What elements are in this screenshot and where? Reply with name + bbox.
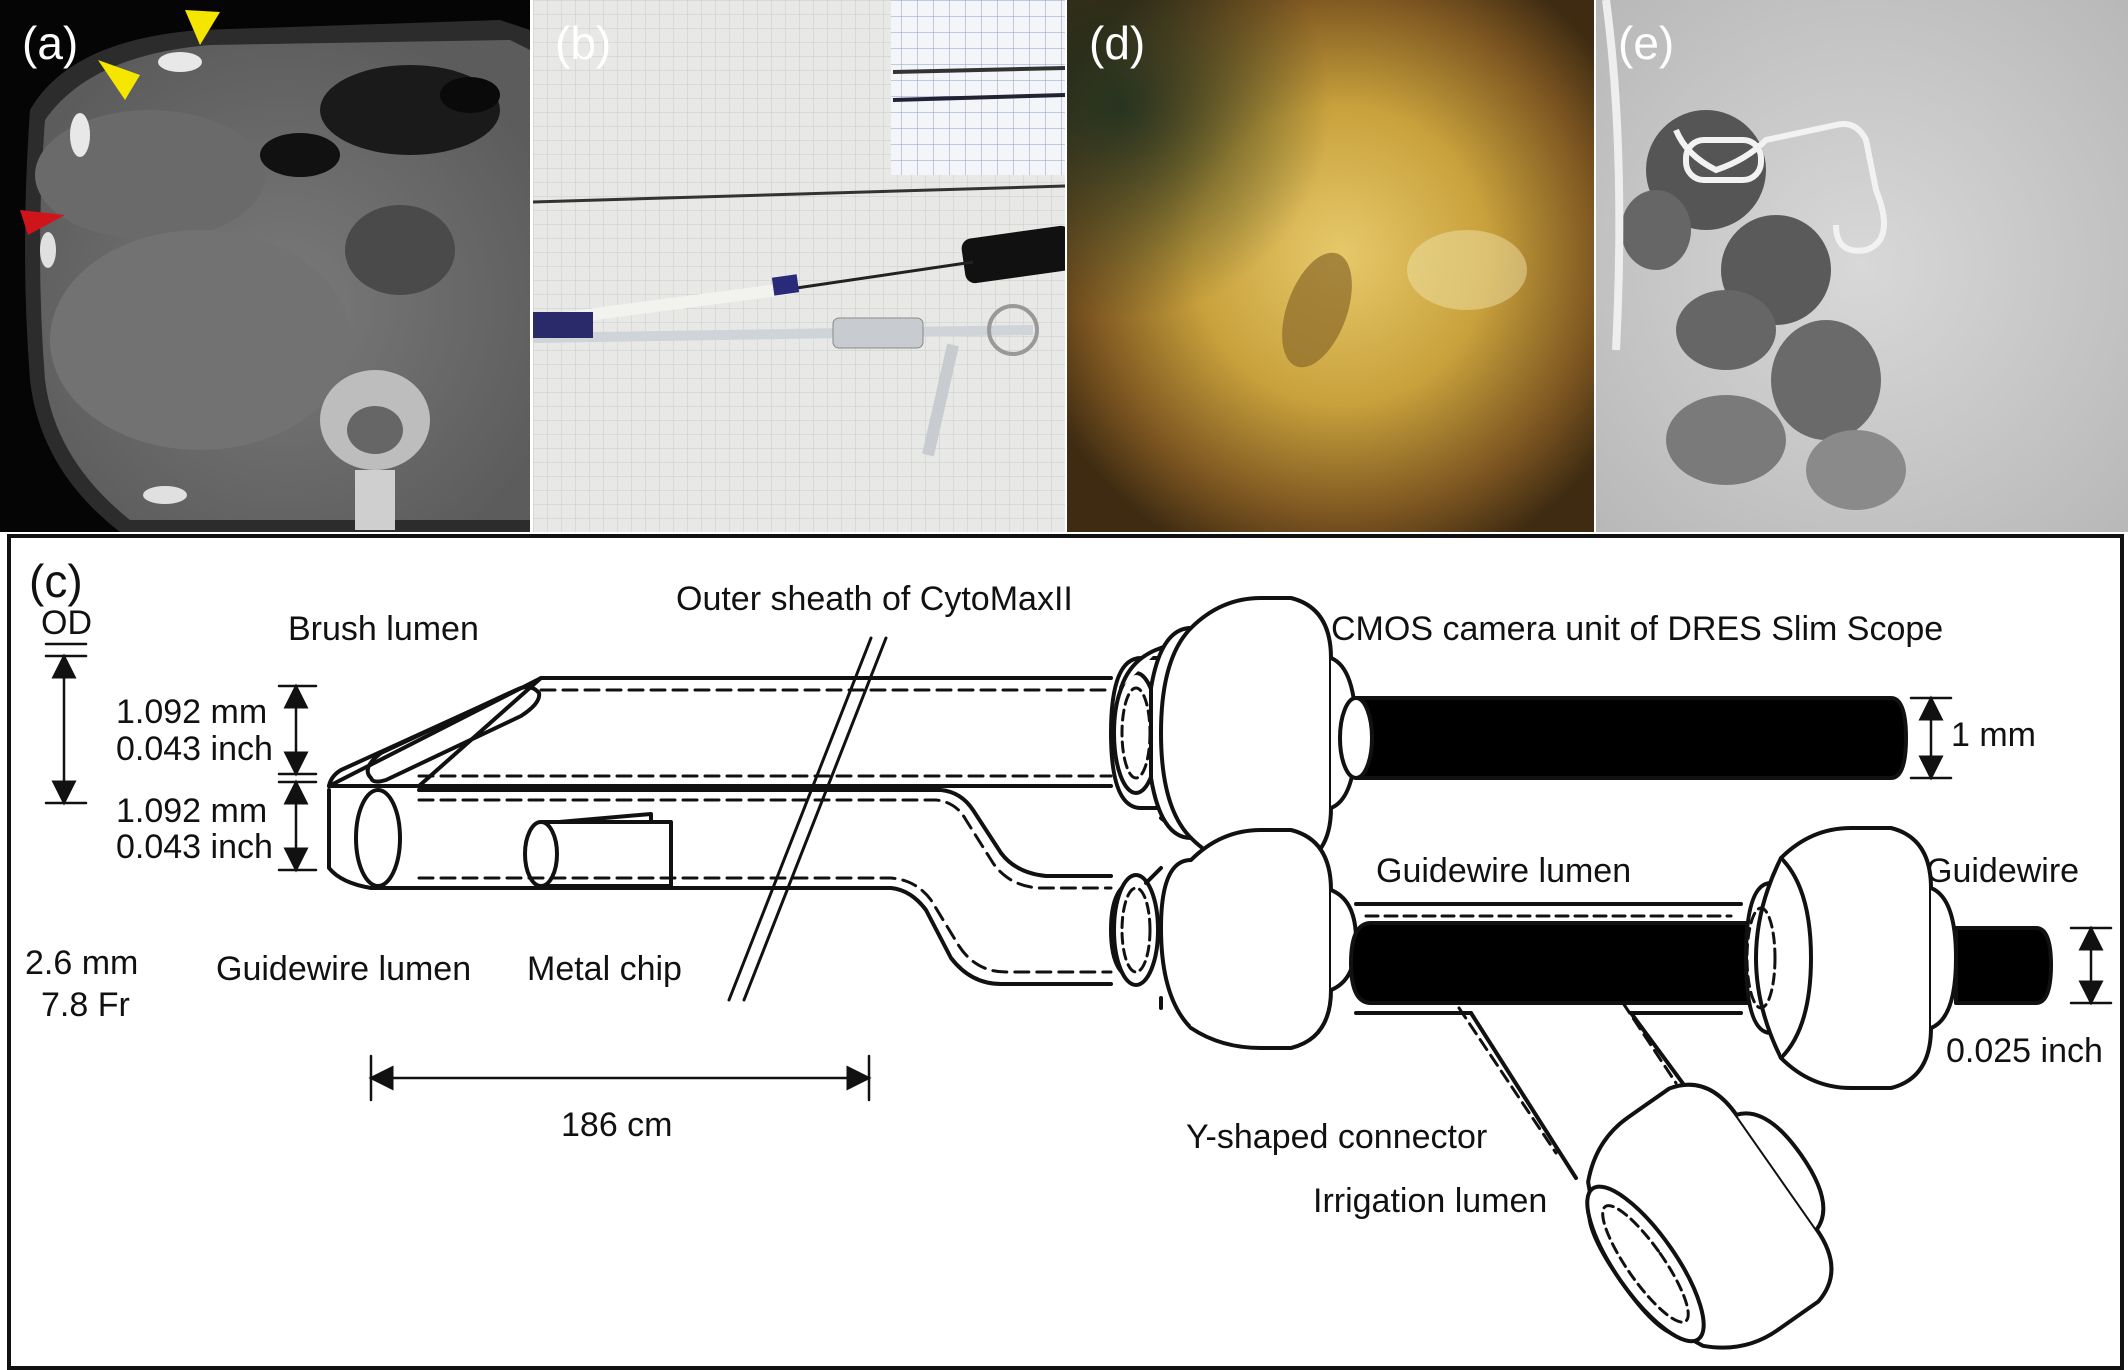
panel-b-device-photo: (b) [533, 0, 1065, 532]
upper-connector [1109, 596, 1358, 870]
panel-a-label: (a) [22, 17, 79, 69]
yellow-arrowhead-1 [98, 60, 140, 100]
y-connector-label: Y-shaped connector [1186, 1118, 1488, 1156]
od-label: OD [41, 604, 92, 642]
irrigation-lumen-label: Irrigation lumen [1313, 1182, 1548, 1220]
panel-b-label: (b) [555, 17, 612, 69]
irrigation-connector [1585, 1082, 1834, 1350]
panel-a-ct-image: (a) [0, 0, 530, 532]
guidewire-lumen-opening [354, 788, 402, 888]
device-photo-image [533, 0, 1065, 532]
outer-sheath-line-2 [742, 636, 888, 1002]
guidewire-inside [1349, 921, 1773, 1005]
outer-sheath-line-1 [727, 636, 873, 1002]
camera-dim-label: 1 mm [1951, 716, 2036, 754]
metal-chip-label: Metal chip [527, 950, 682, 988]
dim1-mm-label: 1.092 mm [116, 693, 268, 731]
cmos-camera-label: CMOS camera unit of DRES Slim Scope [1331, 610, 1944, 648]
red-arrowhead [20, 210, 65, 235]
right-connector [1744, 826, 1958, 1090]
panel-e-label: (e) [1618, 17, 1675, 69]
yellow-arrowhead-2 [185, 10, 220, 45]
dim1-inch-label: 0.043 inch [116, 730, 273, 768]
od-fr-label: 7.8 Fr [41, 986, 130, 1024]
panel-c-label: (c) [29, 555, 83, 607]
guidewire-tube-top [417, 788, 1113, 878]
dim2-inch-label: 0.043 inch [116, 828, 273, 866]
brush-lumen-opening [365, 685, 542, 784]
length-label: 186 cm [561, 1106, 673, 1144]
y-branch-left [1469, 1011, 1578, 1180]
ct-scan-image [0, 0, 530, 532]
fluoroscopy-image [1596, 0, 2128, 532]
brush-lumen-tube-top [327, 676, 1113, 788]
guidewire-label: Guidewire [1926, 852, 2080, 890]
catheter-schematic [44, 596, 2113, 1350]
guidewire-dim-label: 0.025 inch [1946, 1032, 2103, 1070]
od-mm-label: 2.6 mm [25, 944, 139, 982]
panel-e-fluoroscopy: (e) [1596, 0, 2128, 532]
lower-connector [1109, 828, 1358, 1050]
panel-c-schematic: (c) OD Brush lumen Outer sheath of CytoM… [7, 534, 2124, 1370]
endoscopic-image [1067, 0, 1594, 532]
metal-chip [539, 820, 673, 888]
guidewire-lumen-left-label: Guidewire lumen [216, 950, 472, 988]
guidewire-lumen-top-label: Guidewire lumen [1376, 852, 1632, 890]
guidewire-exit [1954, 926, 2053, 1005]
panel-d-label: (d) [1089, 17, 1146, 69]
panel-d-endoscopic-view: (d) [1067, 0, 1594, 532]
brush-lumen-label: Brush lumen [288, 610, 479, 648]
camera-cylinder-end [1338, 696, 1374, 780]
outer-sheath-label: Outer sheath of CytoMaxII [676, 580, 1073, 618]
guidewire-tube-bottom [327, 788, 1113, 986]
dim2-mm-label: 1.092 mm [116, 792, 268, 830]
camera-cylinder-body [1354, 696, 1908, 780]
